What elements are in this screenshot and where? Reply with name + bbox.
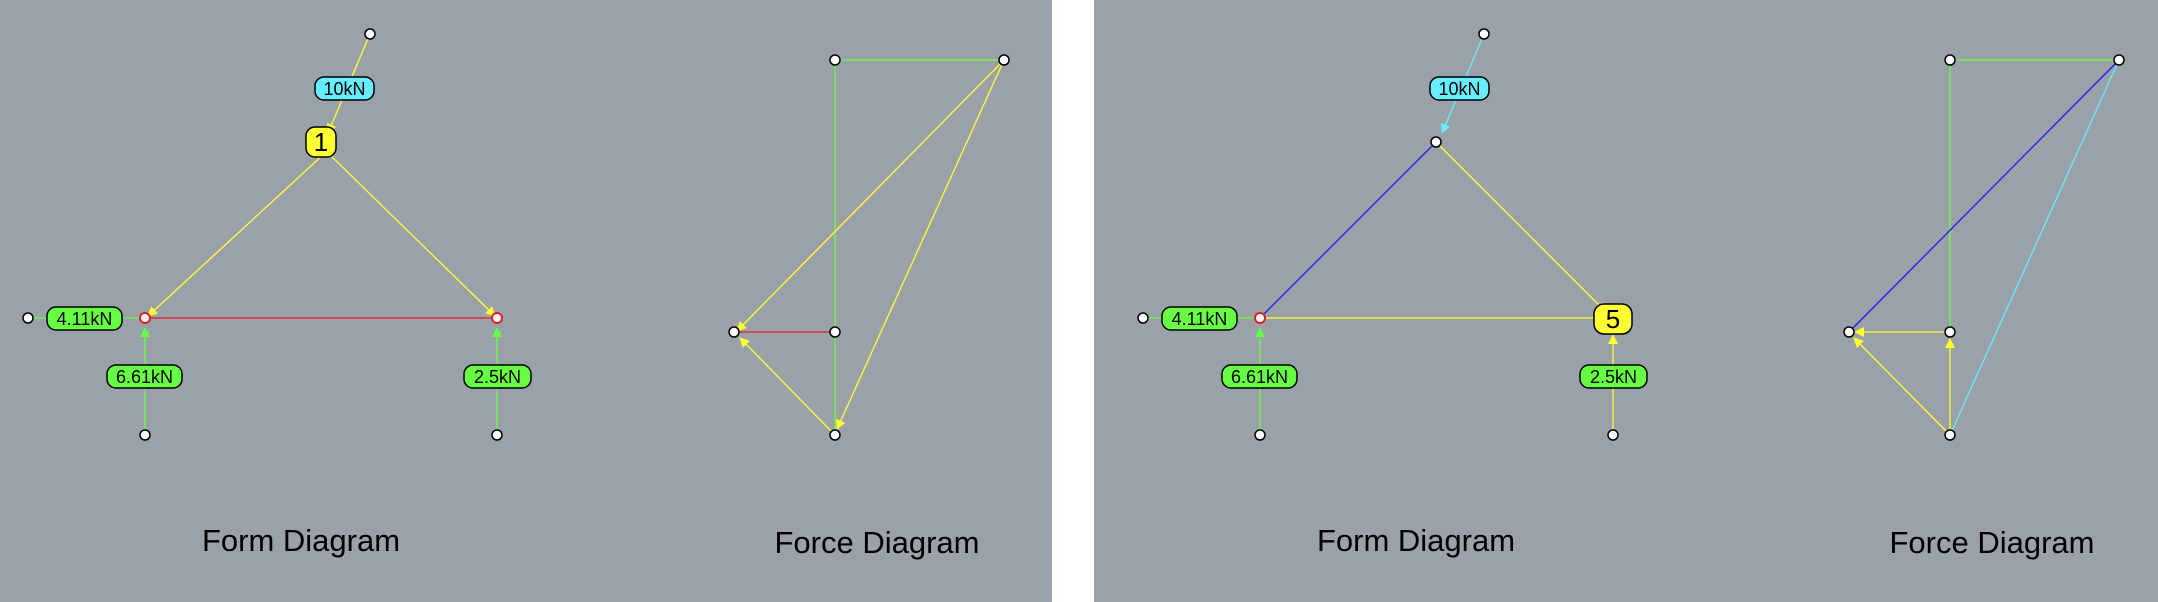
selected-node-label-text: 1 <box>314 127 328 157</box>
form-diagram: 10kN 4.11kN 6.61kN 2.5kN 5 Form Diagram <box>1137 28 1648 558</box>
force-node-top-left[interactable] <box>829 54 841 66</box>
selected-node-label[interactable]: 1 <box>305 126 337 158</box>
load-start-node[interactable] <box>1478 28 1490 40</box>
force-node-top-left[interactable] <box>1944 54 1956 66</box>
selected-node-label-text: 5 <box>1606 304 1620 334</box>
member-right-diagonal[interactable] <box>1435 141 1607 313</box>
right-reaction-tag-text: 2.5kN <box>474 367 521 387</box>
force-diagram-title: Force Diagram <box>1890 525 2095 560</box>
member-right-diagonal[interactable] <box>327 152 496 317</box>
load-tag[interactable]: 10kN <box>1429 76 1490 101</box>
horizontal-reaction-tag[interactable]: 4.11kN <box>46 306 123 331</box>
force-node-left[interactable] <box>1843 326 1855 338</box>
force-diagram-title: Force Diagram <box>775 525 980 560</box>
force-bottom-diagonal[interactable] <box>1853 337 1951 436</box>
force-node-left[interactable] <box>728 326 740 338</box>
left-canvas[interactable]: 10kN 4.11kN 6.61kN 2.5kN 1 Form Diagram <box>0 0 1052 602</box>
force-node-middle[interactable] <box>829 326 841 338</box>
load-start-node[interactable] <box>364 28 376 40</box>
right-reaction-node[interactable] <box>1607 429 1619 441</box>
horizontal-reaction-tag-text: 4.11kN <box>57 309 113 329</box>
top-node[interactable] <box>1430 136 1442 148</box>
left-reaction-node[interactable] <box>139 429 151 441</box>
right-reaction-node[interactable] <box>491 429 503 441</box>
form-diagram-title: Form Diagram <box>1317 523 1515 558</box>
force-right-diagonal[interactable] <box>1949 59 2120 436</box>
right-reaction-tag[interactable]: 2.5kN <box>463 364 532 389</box>
force-right-diagonal[interactable] <box>836 59 1005 430</box>
right-reaction-tag-text: 2.5kN <box>1590 367 1637 387</box>
force-diagram: Force Diagram <box>1843 54 2125 560</box>
horizontal-reaction-node[interactable] <box>22 312 34 324</box>
force-node-middle[interactable] <box>1944 326 1956 338</box>
right-support-node[interactable] <box>491 312 503 324</box>
force-node-top-right[interactable] <box>2113 54 2125 66</box>
load-tag[interactable]: 10kN <box>314 76 375 101</box>
member-left-diagonal[interactable] <box>147 152 326 317</box>
left-reaction-tag-text: 6.61kN <box>116 367 173 387</box>
left-support-node[interactable] <box>1254 312 1266 324</box>
left-panel: 10kN 4.11kN 6.61kN 2.5kN 1 Form Diagram <box>0 0 1052 602</box>
left-reaction-node[interactable] <box>1254 429 1266 441</box>
right-canvas[interactable]: 10kN 4.11kN 6.61kN 2.5kN 5 Form Diagram <box>1094 0 2158 602</box>
horizontal-reaction-node[interactable] <box>1137 312 1149 324</box>
force-left-diagonal[interactable] <box>1848 59 2120 333</box>
left-reaction-tag[interactable]: 6.61kN <box>106 364 183 389</box>
left-reaction-tag[interactable]: 6.61kN <box>1221 364 1298 389</box>
force-node-bottom[interactable] <box>829 429 841 441</box>
left-support-node[interactable] <box>139 312 151 324</box>
force-left-diagonal[interactable] <box>736 59 1005 332</box>
force-diagram: Force Diagram <box>728 54 1010 560</box>
force-node-bottom[interactable] <box>1944 429 1956 441</box>
selected-node-label[interactable]: 5 <box>1593 303 1633 335</box>
load-tag-text: 10kN <box>323 79 365 99</box>
member-left-diagonal[interactable] <box>1259 141 1437 319</box>
form-diagram-title: Form Diagram <box>202 523 400 558</box>
horizontal-reaction-tag-text: 4.11kN <box>1172 309 1228 329</box>
right-panel: 10kN 4.11kN 6.61kN 2.5kN 5 Form Diagram <box>1094 0 2158 602</box>
force-node-top-right[interactable] <box>998 54 1010 66</box>
horizontal-reaction-tag[interactable]: 4.11kN <box>1161 306 1238 331</box>
right-reaction-tag[interactable]: 2.5kN <box>1579 364 1648 389</box>
force-bottom-diagonal[interactable] <box>739 337 836 436</box>
form-diagram: 10kN 4.11kN 6.61kN 2.5kN 1 Form Diagram <box>22 28 532 558</box>
load-tag-text: 10kN <box>1438 79 1480 99</box>
left-reaction-tag-text: 6.61kN <box>1231 367 1288 387</box>
